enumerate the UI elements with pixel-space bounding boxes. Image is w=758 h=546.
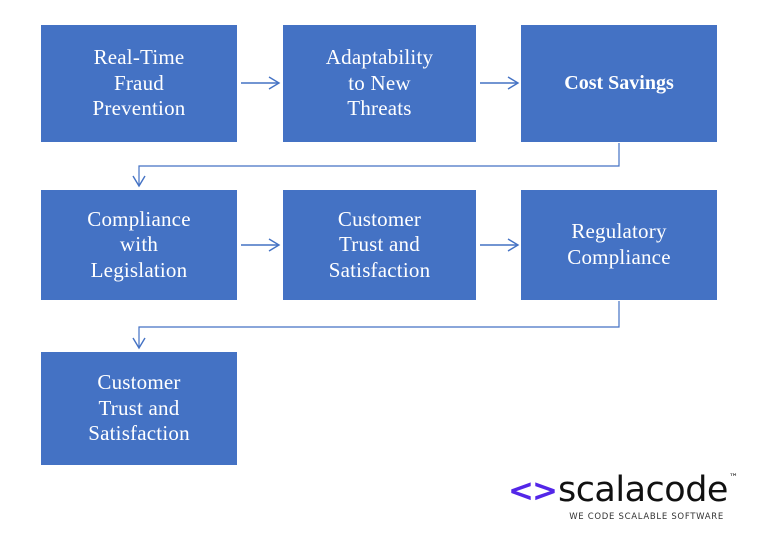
flow-node-customer-trust-and-satisfaction-row2[interactable]: Customer Trust and Satisfaction xyxy=(283,190,476,300)
scalacode-logo: <> scalacode ™ WE CODE SCALABLE SOFTWARE xyxy=(508,470,738,531)
trademark-symbol: ™ xyxy=(728,473,738,483)
flow-node-regulatory-compliance[interactable]: Regulatory Compliance xyxy=(521,190,717,300)
flow-node-adaptability-to-new-threats[interactable]: Adaptability to New Threats xyxy=(283,25,476,142)
arrow-n3-to-n4 xyxy=(132,143,620,188)
flow-node-real-time-fraud-prevention[interactable]: Real-Time Fraud Prevention xyxy=(41,25,237,142)
flow-node-cost-savings[interactable]: Cost Savings xyxy=(521,25,717,142)
arrow-n6-to-n7 xyxy=(132,301,620,350)
logo-tagline: WE CODE SCALABLE SOFTWARE xyxy=(569,512,724,522)
arrow-n5-to-n6 xyxy=(480,238,520,252)
arrow-n1-to-n2 xyxy=(241,76,281,90)
flow-node-compliance-with-legislation[interactable]: Compliance with Legislation xyxy=(41,190,237,300)
code-brackets-icon: <> xyxy=(508,473,558,509)
flow-node-customer-trust-and-satisfaction-row3[interactable]: Customer Trust and Satisfaction xyxy=(41,352,237,465)
logo-wordmark-row: <> scalacode ™ xyxy=(508,470,738,511)
logo-wordmark: scalacode xyxy=(557,470,729,510)
arrow-n2-to-n3 xyxy=(480,76,520,90)
arrow-n4-to-n5 xyxy=(241,238,281,252)
